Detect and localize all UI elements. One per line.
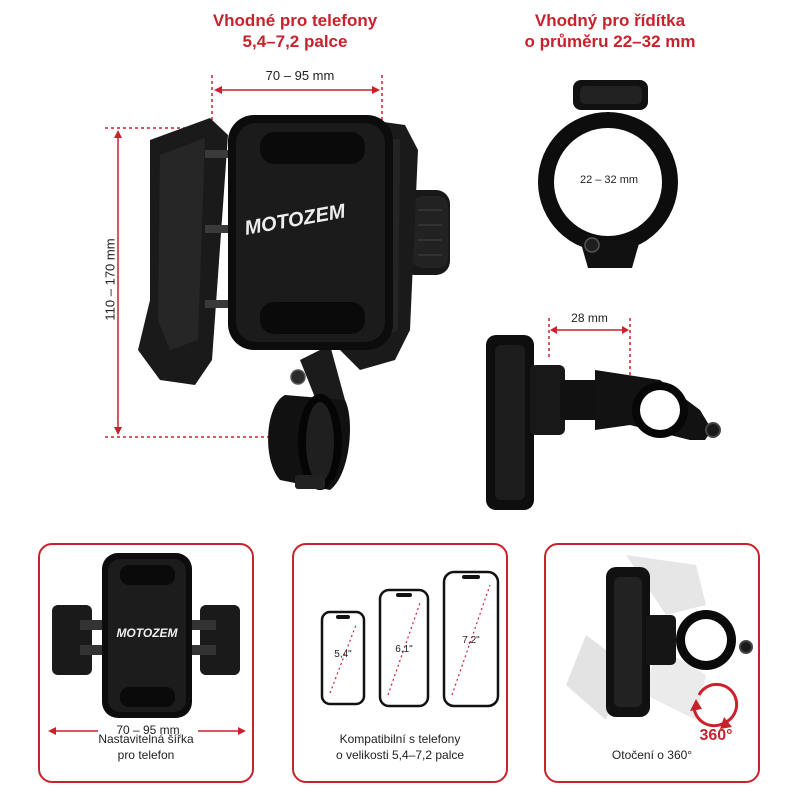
card2-phones-illustration bbox=[320, 570, 500, 708]
card3-caption: Otočení o 360° bbox=[546, 747, 758, 763]
phone-size-label-large: 7,2" bbox=[462, 635, 480, 646]
width-dimension-label: 70 – 95 mm bbox=[265, 68, 335, 83]
clamp-diameter-label: 22 – 32 mm bbox=[560, 174, 658, 186]
card1-holder-illustration: MOTOZEM bbox=[48, 553, 246, 735]
depth-dimension-label: 28 mm bbox=[571, 311, 608, 325]
phone-size-heading: Vhodné pro telefony 5,4–7,2 palce bbox=[170, 10, 420, 52]
rotation-badge: 360° bbox=[699, 727, 733, 744]
card2-caption: Kompatibilní s telefony o velikosti 5,4–… bbox=[294, 731, 506, 763]
card-adjustable-width: MOTOZEM 70 – 95 mm Nastavitelná šířka pr… bbox=[38, 543, 254, 783]
phone-size-label-medium: 6,1" bbox=[395, 644, 413, 655]
card3-rotation-illustration bbox=[566, 555, 753, 729]
phone-size-heading-line1: Vhodné pro telefony bbox=[212, 11, 378, 30]
card1-caption-line2: pro telefon bbox=[117, 748, 175, 762]
card1-caption: Nastavitelná šířka pro telefon bbox=[40, 731, 252, 763]
phone-size-heading-line2: 5,4–7,2 palce bbox=[242, 32, 348, 51]
handlebar-size-heading: Vhodný pro řídítka o průměru 22–32 mm bbox=[500, 10, 720, 52]
card1-caption-line1: Nastavitelná šířka bbox=[98, 732, 194, 746]
phone-size-label-small: 5,4" bbox=[334, 649, 352, 660]
card2-caption-line2: o velikosti 5,4–7,2 palce bbox=[335, 748, 465, 762]
handlebar-size-heading-line2: o průměru 22–32 mm bbox=[524, 32, 696, 51]
card-rotation: 360° Otočení o 360° bbox=[544, 543, 760, 783]
card-phone-compatibility: 5,4" 6,1" 7,2" Kompatibilní s telefony o… bbox=[292, 543, 508, 783]
handlebar-size-heading-line1: Vhodný pro řídítka bbox=[534, 11, 686, 30]
card3-caption-line1: Otočení o 360° bbox=[611, 748, 693, 762]
card2-caption-line1: Kompatibilní s telefony bbox=[339, 732, 461, 746]
card1-width-label: 70 – 95 mm bbox=[98, 723, 198, 737]
brand-logo-card1: MOTOZEM bbox=[116, 626, 178, 640]
